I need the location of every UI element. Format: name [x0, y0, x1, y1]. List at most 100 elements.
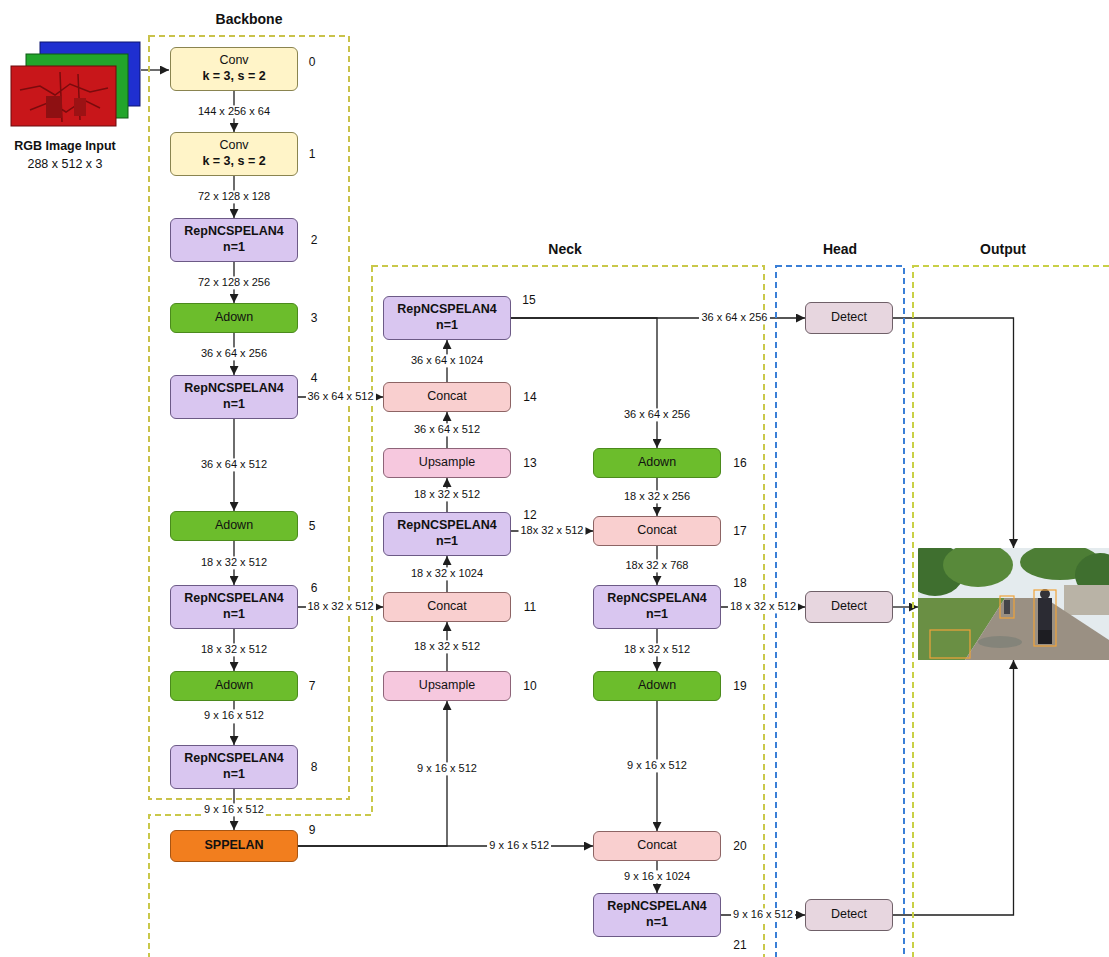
backbone-region: BackboneConvk = 3, s = 2Convk = 3, s = 2… — [148, 35, 350, 800]
pedestrian — [1004, 600, 1010, 614]
callout-number: 7 — [309, 679, 316, 693]
elan-layer-box: RepNCSPELAN4n=1 — [593, 893, 721, 937]
tensor-shape: 18x 32 x 512 — [519, 524, 586, 537]
adown-layer-box: Adown — [170, 303, 298, 333]
tensor-shape: 9 x 16 x 512 — [625, 759, 689, 772]
elan-layer-box: RepNCSPELAN4n=1 — [593, 585, 721, 629]
callout-number: 15 — [522, 293, 535, 307]
callout-number: 5 — [309, 519, 316, 533]
road — [965, 598, 1109, 660]
callout-number: 13 — [523, 456, 536, 470]
layer-parameter: n=1 — [646, 607, 668, 623]
callout-number: 17 — [733, 524, 746, 538]
adown-layer-box: Adown — [170, 671, 298, 701]
connector — [233, 701, 234, 745]
layer-name: Detect — [831, 310, 867, 326]
layer-parameter: n=1 — [223, 607, 245, 623]
tensor-shape: 36 x 64 x 512 — [412, 423, 482, 436]
connector — [233, 262, 234, 303]
callout-number: 19 — [733, 679, 746, 693]
region-title: Output — [980, 241, 1026, 257]
connector — [233, 333, 234, 375]
elan-layer-box: RepNCSPELAN4n=1 — [170, 745, 298, 789]
layer-name: RepNCSPELAN4 — [397, 302, 496, 318]
tensor-shape: 18 x 32 x 512 — [305, 600, 375, 613]
connector — [511, 530, 593, 531]
sppelan-layer-box: SPPELAN — [170, 830, 298, 862]
layer-name: Detect — [831, 907, 867, 923]
layer-name: Concat — [427, 389, 467, 405]
tensor-shape: 18 x 32 x 512 — [199, 643, 269, 656]
layer-name: RepNCSPELAN4 — [184, 224, 283, 240]
region-border — [776, 266, 904, 957]
input-caption: RGB Image Input — [14, 139, 115, 153]
callout-number: 16 — [733, 456, 746, 470]
connector — [233, 419, 234, 511]
output-image — [918, 548, 1109, 660]
callout-number: 21 — [733, 938, 746, 952]
layer-name: Detect — [831, 599, 867, 615]
connector — [233, 629, 234, 671]
layer-name: Upsample — [419, 455, 475, 471]
upsample-layer-box: Upsample — [383, 671, 511, 701]
image-figure — [46, 96, 62, 118]
layer-name: Upsample — [419, 678, 475, 694]
connector — [511, 318, 657, 448]
callout-number: 9 — [309, 823, 316, 837]
detect-box: Detect — [805, 591, 893, 623]
callout-number: 4 — [311, 371, 318, 385]
layer-name: RepNCSPELAN4 — [397, 518, 496, 534]
region-border — [149, 36, 349, 799]
layer-name: SPPELAN — [204, 838, 263, 854]
tensor-shape: 18 x 32 x 256 — [622, 490, 692, 503]
connector — [298, 701, 447, 846]
input-caption: 288 x 512 x 3 — [27, 157, 102, 171]
layer-name: RepNCSPELAN4 — [607, 899, 706, 915]
connector — [893, 606, 918, 607]
tensor-shape: 144 x 256 x 64 — [196, 105, 272, 118]
callout-number: 2 — [311, 233, 318, 247]
concat-layer-box: Concat — [593, 831, 721, 861]
connector — [298, 845, 593, 846]
connector — [446, 412, 447, 448]
layer-name: Adown — [215, 310, 253, 326]
input-arrow — [141, 69, 169, 70]
callout-number: 18 — [733, 576, 746, 590]
region-outline — [912, 265, 1109, 957]
callout-number: 12 — [523, 508, 536, 522]
building — [1064, 585, 1109, 615]
region-title: Backbone — [216, 11, 283, 27]
tensor-shape: 72 x 128 x 256 — [196, 276, 272, 289]
detect-box: Detect — [805, 302, 893, 334]
region-border — [149, 266, 764, 957]
layer-parameter: n=1 — [436, 534, 458, 550]
motorcycle — [1038, 630, 1052, 644]
connector — [656, 629, 657, 671]
image-figure — [74, 98, 86, 116]
layer-parameter: n=1 — [436, 318, 458, 334]
connector — [298, 396, 383, 397]
connector — [446, 622, 447, 671]
connector — [233, 176, 234, 218]
adown-layer-box: Adown — [593, 448, 721, 478]
elan-layer-box: RepNCSPELAN4n=1 — [383, 512, 511, 556]
connector — [656, 546, 657, 585]
elan-layer-box: RepNCSPELAN4n=1 — [170, 585, 298, 629]
image-texture — [20, 72, 108, 122]
callout-number: 0 — [309, 55, 316, 69]
layer-name: Concat — [637, 838, 677, 854]
layer-name: Concat — [427, 599, 467, 615]
tensor-shape: 9 x 16 x 512 — [487, 839, 551, 852]
detect-box: Detect — [805, 899, 893, 931]
connector — [446, 478, 447, 512]
tensor-shape: 18 x 32 x 1024 — [409, 567, 485, 580]
region-title: Head — [823, 241, 857, 257]
detection-box — [1000, 596, 1014, 618]
detection-box — [1034, 590, 1056, 646]
tensor-shape: 36 x 64 x 256 — [199, 347, 269, 360]
callout-number: 3 — [311, 311, 318, 325]
callout-number: 20 — [733, 839, 746, 853]
